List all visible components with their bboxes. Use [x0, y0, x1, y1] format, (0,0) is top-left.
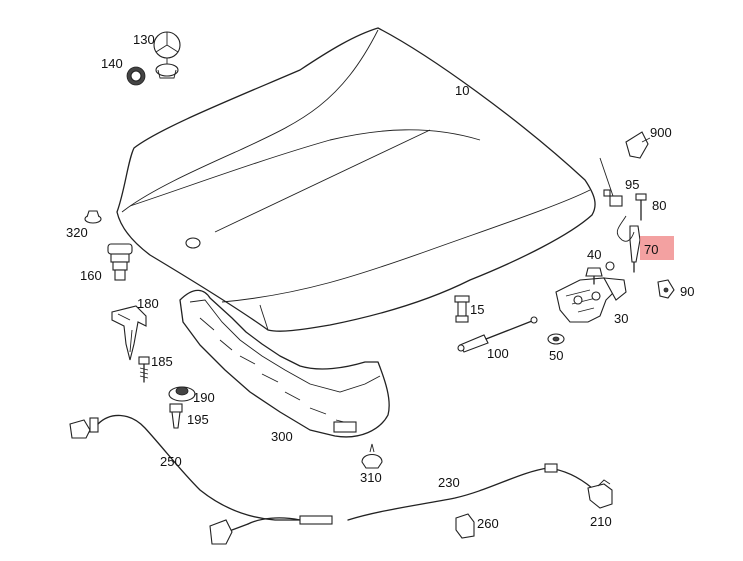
rubber-buffer-part — [84, 210, 102, 224]
callout-10: 10 — [455, 83, 469, 98]
hood-panel — [116, 27, 596, 332]
callout-300: 300 — [271, 429, 293, 444]
callout-310: 310 — [360, 470, 382, 485]
clip-310-part — [361, 443, 383, 469]
callout-130: 130 — [133, 32, 155, 47]
callout-320: 320 — [66, 225, 88, 240]
release-cable-230 — [247, 463, 613, 525]
callout-140: 140 — [101, 56, 123, 71]
callout-50: 50 — [549, 348, 563, 363]
callout-190: 190 — [193, 390, 215, 405]
hood-latch-switch-70 — [616, 215, 641, 273]
small-bolt-part — [605, 261, 615, 271]
release-cable-250 — [69, 414, 311, 545]
callout-40: 40 — [587, 247, 601, 262]
switch-95-part — [599, 157, 623, 207]
callout-230: 230 — [438, 475, 460, 490]
callout-160: 160 — [80, 268, 102, 283]
callout-250: 250 — [160, 454, 182, 469]
callout-30: 30 — [614, 311, 628, 326]
hood-bracket-part — [111, 305, 147, 361]
callout-100: 100 — [487, 346, 509, 361]
callout-185: 185 — [151, 354, 173, 369]
callout-95: 95 — [625, 177, 639, 192]
clip-195-part — [169, 403, 183, 429]
callout-80: 80 — [652, 198, 666, 213]
callout-900: 900 — [650, 125, 672, 140]
callout-210: 210 — [590, 514, 612, 529]
callout-195: 195 — [187, 412, 209, 427]
connector-900-part — [625, 131, 651, 159]
hinge-bolt-part — [585, 267, 603, 285]
callout-15: 15 — [470, 302, 484, 317]
callout-180: 180 — [137, 296, 159, 311]
clip-90-part — [657, 279, 675, 299]
stop-bolt-part — [454, 295, 470, 323]
callout-260: 260 — [477, 516, 499, 531]
seal-strip-part — [179, 289, 390, 438]
callout-70: 70 — [644, 242, 658, 257]
hinge-nut-part — [547, 333, 565, 345]
highlight-box — [640, 236, 674, 260]
bolt-185-part — [138, 356, 150, 383]
hood-stop-part — [107, 243, 133, 281]
emblem-badge-part — [126, 66, 146, 86]
cable-clip-260 — [455, 513, 475, 539]
callout-90: 90 — [680, 284, 694, 299]
buffer-190-part — [168, 386, 196, 402]
star-emblem-part — [153, 31, 181, 79]
gas-strut-part — [457, 316, 538, 353]
hinge-part — [555, 277, 627, 323]
hood-emblem-hole — [185, 237, 201, 249]
bolt-80-part — [635, 193, 647, 221]
